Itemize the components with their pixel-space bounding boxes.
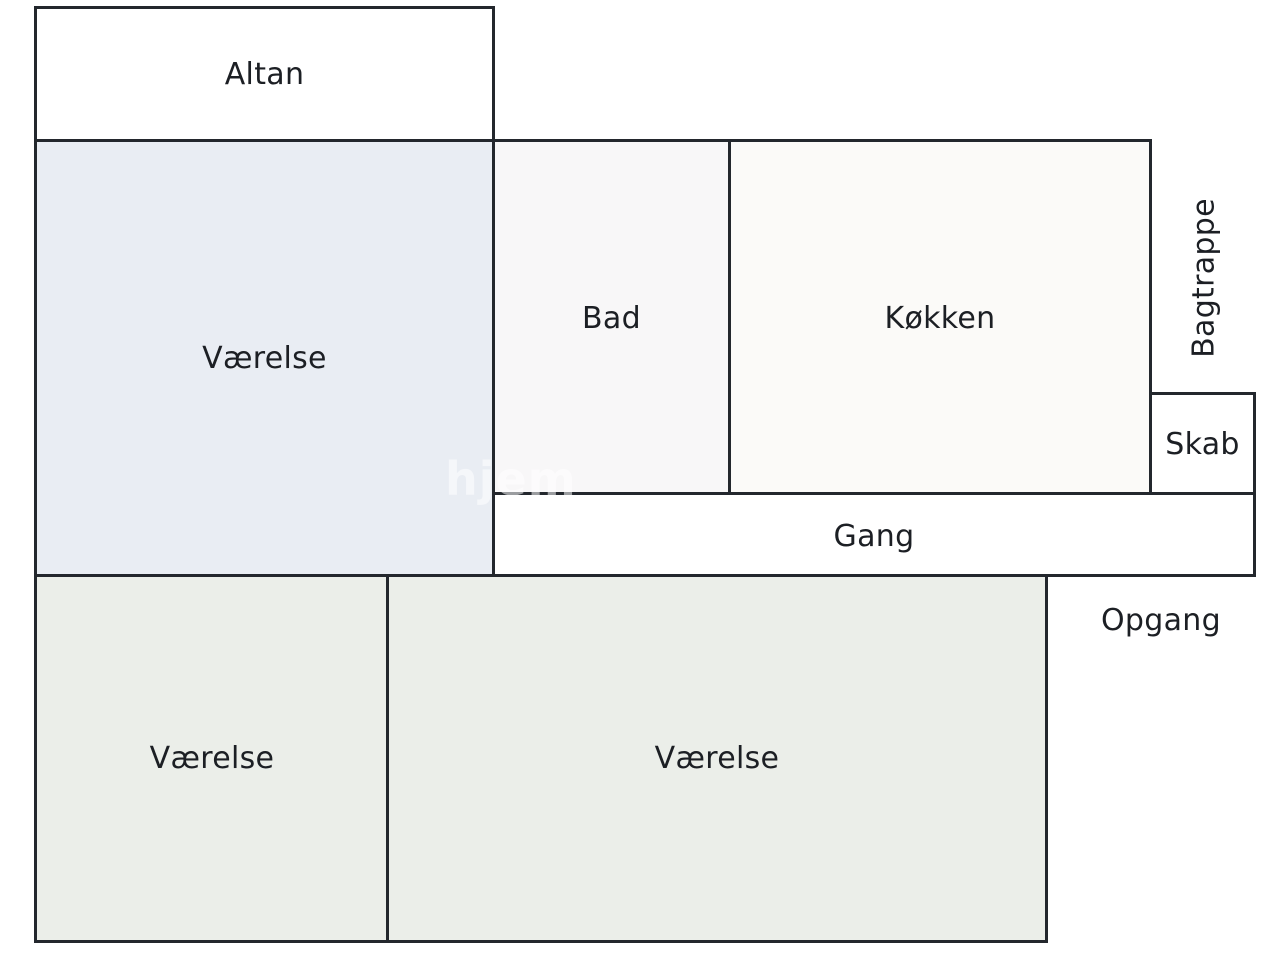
room-label-vaerelse-upper: Værelse bbox=[202, 340, 327, 376]
room-bad: Bad bbox=[492, 139, 731, 497]
label-bagtrappe: Bagtrappe bbox=[1186, 198, 1222, 358]
room-label-bad: Bad bbox=[582, 300, 641, 336]
room-vaerelse-lower-right: Værelse bbox=[386, 574, 1048, 943]
room-koekken: Køkken bbox=[728, 139, 1152, 497]
room-skab: Skab bbox=[1149, 392, 1256, 497]
room-label-koekken: Køkken bbox=[884, 300, 996, 336]
room-gang: Gang bbox=[492, 492, 1256, 577]
room-label-skab: Skab bbox=[1165, 427, 1240, 462]
label-opgang: Opgang bbox=[1101, 603, 1221, 638]
room-label-gang: Gang bbox=[833, 519, 915, 554]
room-altan: Altan bbox=[34, 6, 495, 142]
room-label-vaerelse-lower-right: Værelse bbox=[654, 741, 780, 776]
room-label-vaerelse-lower-left: Værelse bbox=[149, 741, 275, 776]
room-vaerelse-upper: Værelse bbox=[34, 139, 495, 577]
room-vaerelse-lower-left: Værelse bbox=[34, 574, 390, 943]
watermark: hjem bbox=[445, 452, 577, 506]
room-label-altan: Altan bbox=[224, 56, 305, 92]
